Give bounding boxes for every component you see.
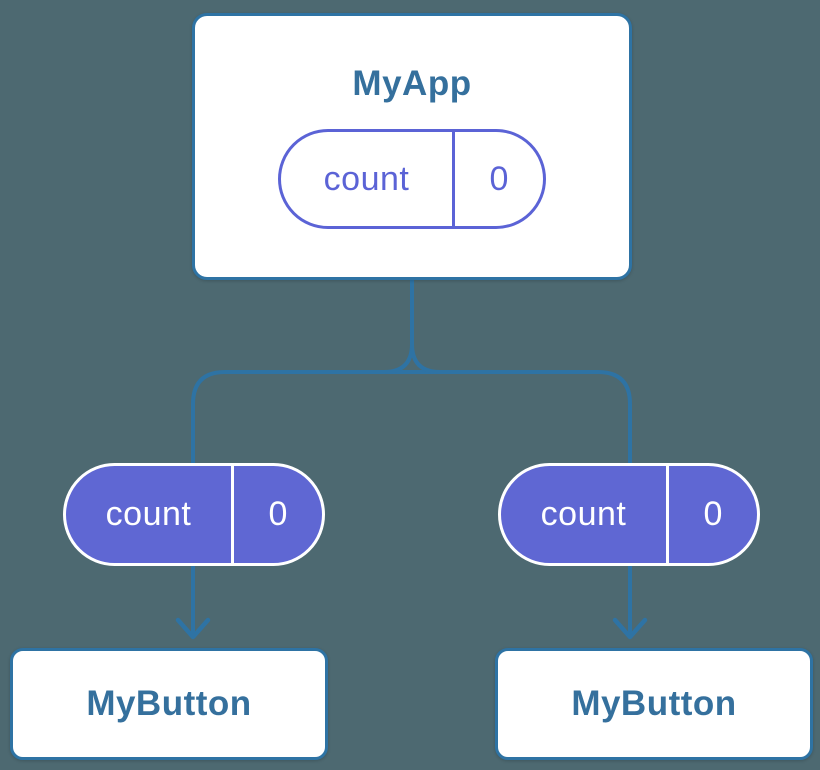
state-pill-filled-right: count 0 — [498, 463, 760, 566]
state-key: count — [105, 495, 192, 533]
state-key: count — [540, 495, 627, 533]
mybutton-card-right: MyButton — [495, 648, 813, 760]
component-title: MyButton — [571, 683, 737, 723]
branch-bracket-line — [191, 370, 632, 634]
mybutton-card-left: MyButton — [10, 648, 328, 760]
pill-divider — [231, 466, 234, 563]
state-value: 0 — [489, 159, 509, 198]
pill-divider — [452, 132, 455, 227]
arrow-down-icon — [175, 617, 211, 640]
state-value: 0 — [268, 495, 288, 533]
arrow-down-icon — [612, 617, 648, 640]
root-stem-line-left-curve — [383, 278, 414, 374]
root-stem-line-right-curve — [410, 343, 441, 374]
state-key: count — [323, 159, 410, 198]
component-title: MyButton — [86, 683, 252, 723]
component-title: MyApp — [352, 64, 472, 103]
myapp-card: MyApp count 0 — [192, 13, 632, 280]
state-pill-filled-left: count 0 — [63, 463, 325, 566]
pill-divider — [666, 466, 669, 563]
state-value: 0 — [703, 495, 723, 533]
state-pill-outlined: count 0 — [278, 129, 546, 230]
